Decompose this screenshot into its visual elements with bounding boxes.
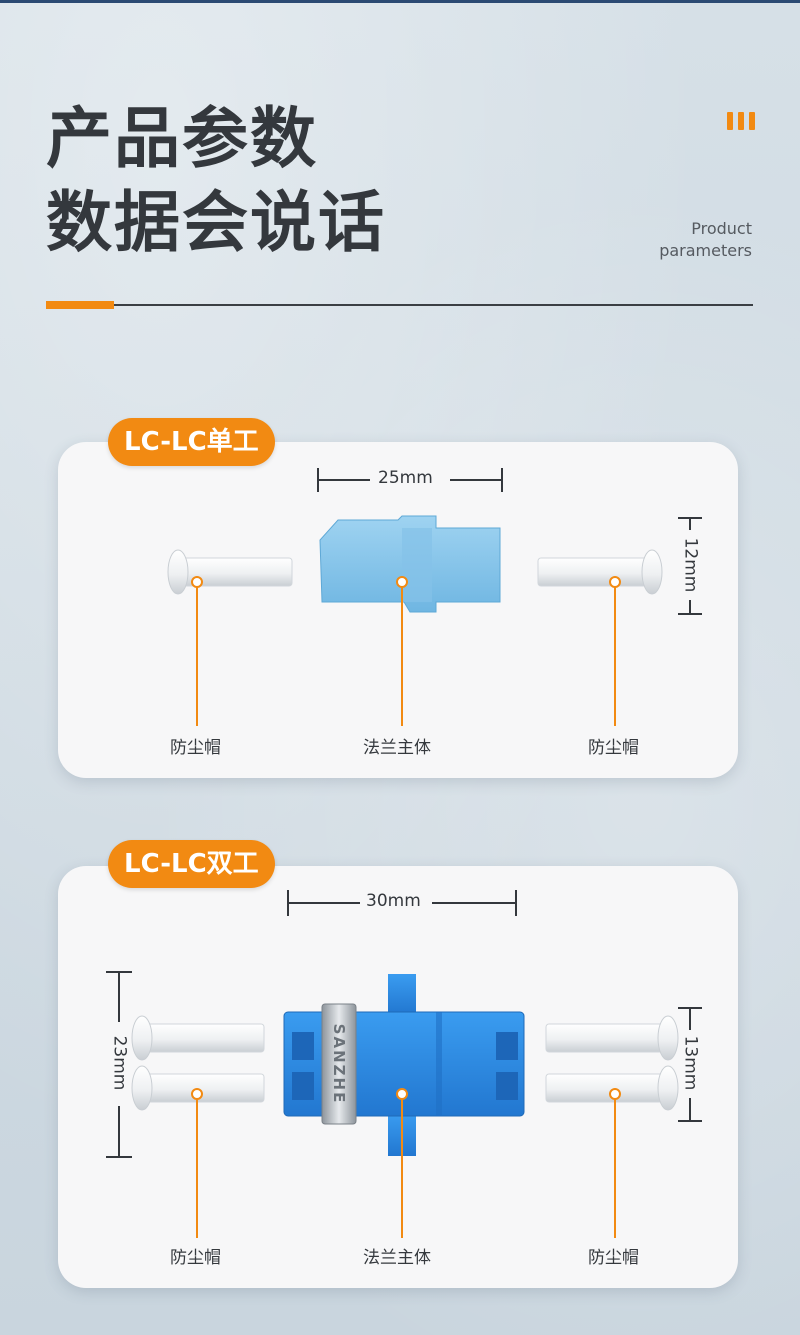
duplex-right-dust-caps bbox=[545, 1015, 679, 1111]
english-subtitle-line2: parameters bbox=[659, 241, 752, 260]
duplex-left-dust-caps bbox=[131, 1015, 265, 1111]
simplex-height-label: 12mm bbox=[680, 537, 701, 593]
simplex-adapter-body bbox=[319, 515, 501, 613]
header-divider bbox=[46, 304, 753, 306]
simplex-left-dust-cap bbox=[167, 549, 293, 595]
simplex-card bbox=[58, 442, 738, 778]
duplex-brand-text: SANZHE bbox=[330, 1023, 348, 1105]
duplex-left-cap-label: 防尘帽 bbox=[170, 1248, 221, 1268]
duplex-body-label: 法兰主体 bbox=[363, 1248, 431, 1268]
simplex-left-cap-label: 防尘帽 bbox=[170, 738, 221, 758]
duplex-width-dimension bbox=[287, 890, 517, 916]
page-title-line2: 数据会说话 bbox=[46, 184, 386, 261]
decor-bars-icon bbox=[727, 112, 755, 130]
duplex-adapter-body bbox=[283, 974, 525, 1156]
simplex-width-dimension bbox=[317, 468, 503, 492]
simplex-badge: LC-LC单工 bbox=[108, 418, 275, 466]
english-subtitle-line1: Product bbox=[691, 219, 752, 238]
duplex-leader-dots bbox=[191, 1088, 621, 1100]
duplex-left-height-label: 23mm bbox=[109, 1035, 130, 1091]
duplex-right-height-label: 13mm bbox=[680, 1035, 701, 1091]
duplex-badge: LC-LC双工 bbox=[108, 840, 275, 888]
duplex-right-height-dimension bbox=[678, 1007, 702, 1122]
simplex-right-dust-cap bbox=[537, 549, 663, 595]
simplex-height-dimension bbox=[678, 517, 702, 615]
simplex-right-cap-label: 防尘帽 bbox=[588, 738, 639, 758]
simplex-body-label: 法兰主体 bbox=[363, 738, 431, 758]
top-border bbox=[0, 0, 800, 3]
simplex-leader-lines bbox=[196, 586, 616, 726]
duplex-right-cap-label: 防尘帽 bbox=[588, 1248, 639, 1268]
duplex-width-label: 30mm bbox=[360, 891, 427, 911]
simplex-width-label: 25mm bbox=[372, 468, 439, 488]
simplex-leader-dots bbox=[191, 576, 621, 588]
duplex-leader-lines bbox=[196, 1098, 616, 1238]
duplex-left-height-dimension bbox=[106, 971, 132, 1158]
english-subtitle: Product parameters bbox=[659, 218, 752, 262]
header-divider-accent bbox=[46, 301, 114, 309]
page-title-line1: 产品参数 bbox=[46, 100, 318, 177]
